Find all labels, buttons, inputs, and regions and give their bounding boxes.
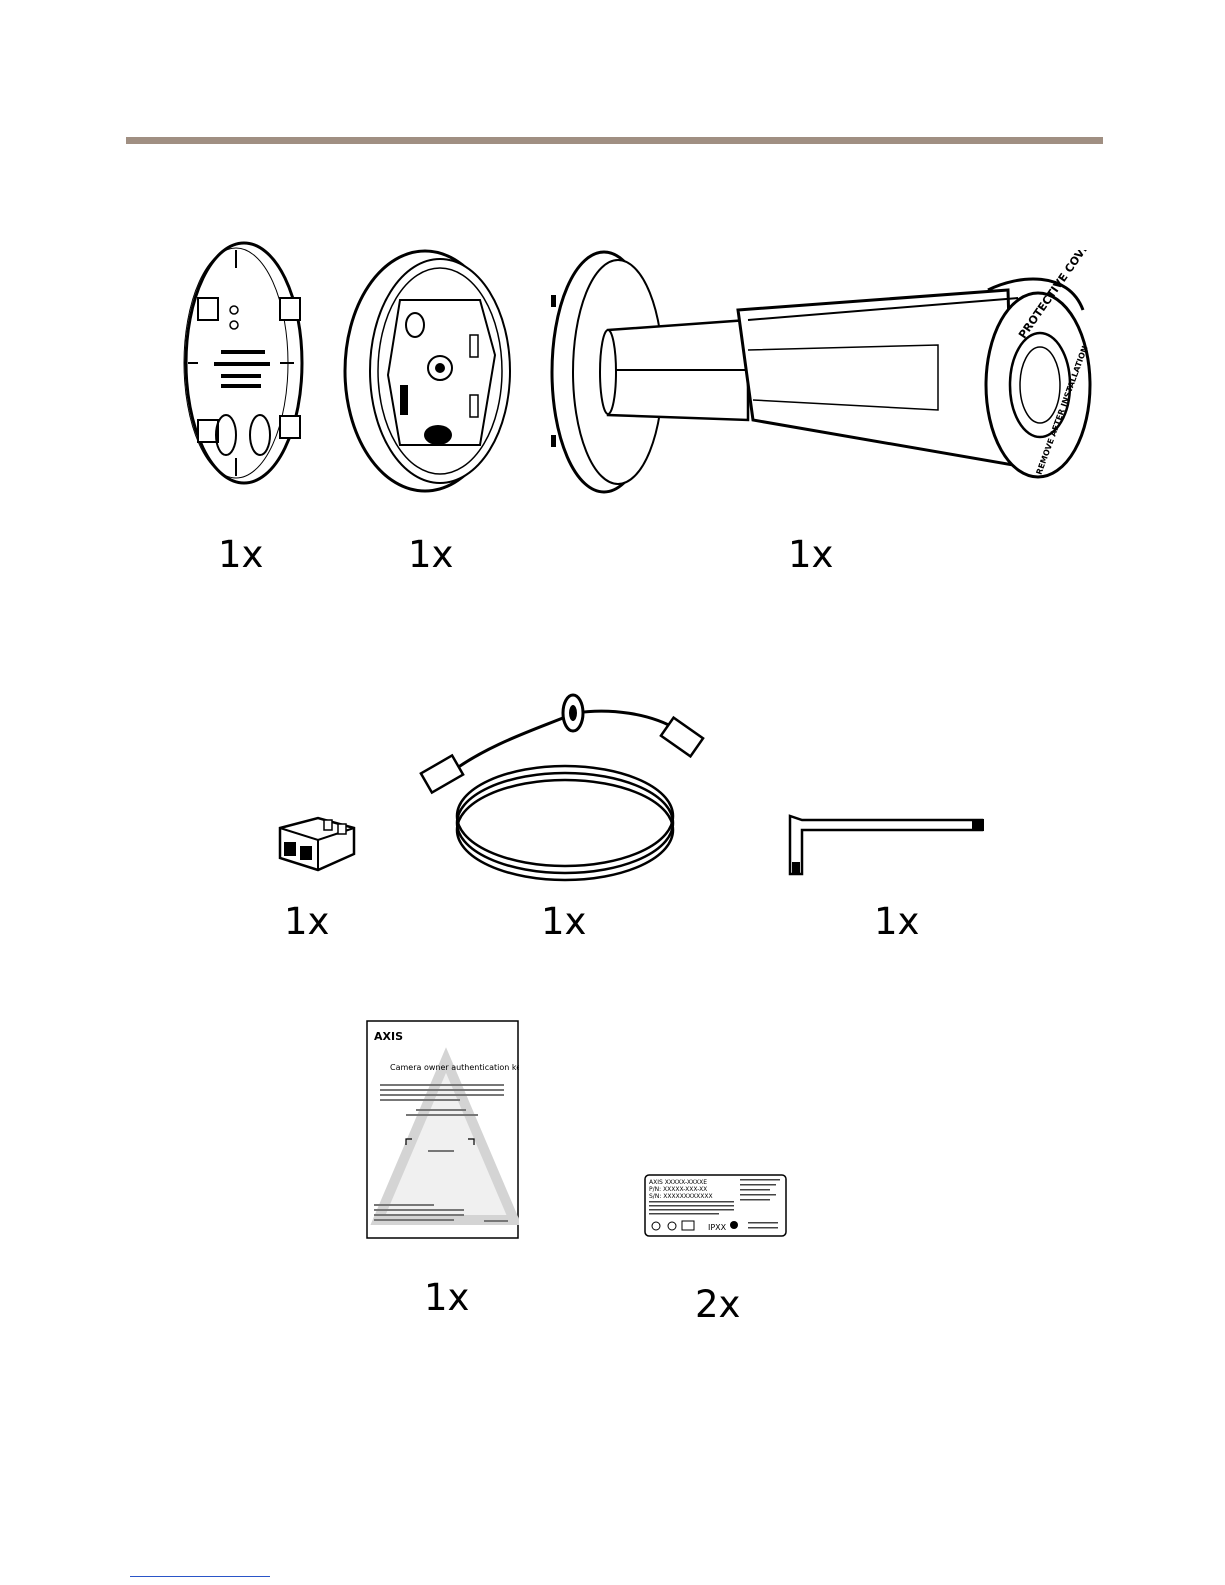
quantity-network-cable: 1x bbox=[541, 900, 586, 943]
quantity-camera: 1x bbox=[788, 533, 833, 576]
label-pn-line: P/N: XXXXX-XXX-XX bbox=[649, 1186, 707, 1193]
junction-box-illustration bbox=[340, 245, 515, 500]
product-label-illustration: AXIS XXXXX-XXXXE P/N: XXXXX-XXX-XX S/N: … bbox=[644, 1174, 788, 1238]
camera-illustration: PROTECTIVE COVER REMOVE AFTER INSTALLATI… bbox=[548, 250, 1093, 500]
quantity-torx-key: 1x bbox=[874, 900, 919, 943]
auth-key-document-illustration: AXIS Camera owner authentication key bbox=[366, 1020, 519, 1240]
quantity-product-label: 2x bbox=[695, 1283, 740, 1326]
auth-doc-brand: AXIS bbox=[374, 1030, 403, 1043]
label-model-line: AXIS XXXXX-XXXXE bbox=[649, 1179, 707, 1186]
torx-key-illustration bbox=[786, 812, 988, 878]
label-ip-mark: IPXX bbox=[708, 1223, 727, 1232]
quantity-junction-box: 1x bbox=[408, 533, 453, 576]
quantity-terminal-connector: 1x bbox=[284, 900, 329, 943]
auth-doc-title: Camera owner authentication key bbox=[390, 1063, 519, 1072]
quantity-auth-key-document: 1x bbox=[424, 1276, 469, 1319]
network-cable-illustration bbox=[410, 668, 710, 888]
footer-link-underline[interactable] bbox=[130, 1575, 270, 1577]
header-rule bbox=[126, 137, 1103, 144]
terminal-connector-illustration bbox=[268, 814, 360, 874]
label-sn-line: S/N: XXXXXXXXXXXX bbox=[649, 1193, 713, 1200]
quantity-mounting-plate: 1x bbox=[218, 533, 263, 576]
mounting-plate-illustration bbox=[176, 240, 316, 490]
